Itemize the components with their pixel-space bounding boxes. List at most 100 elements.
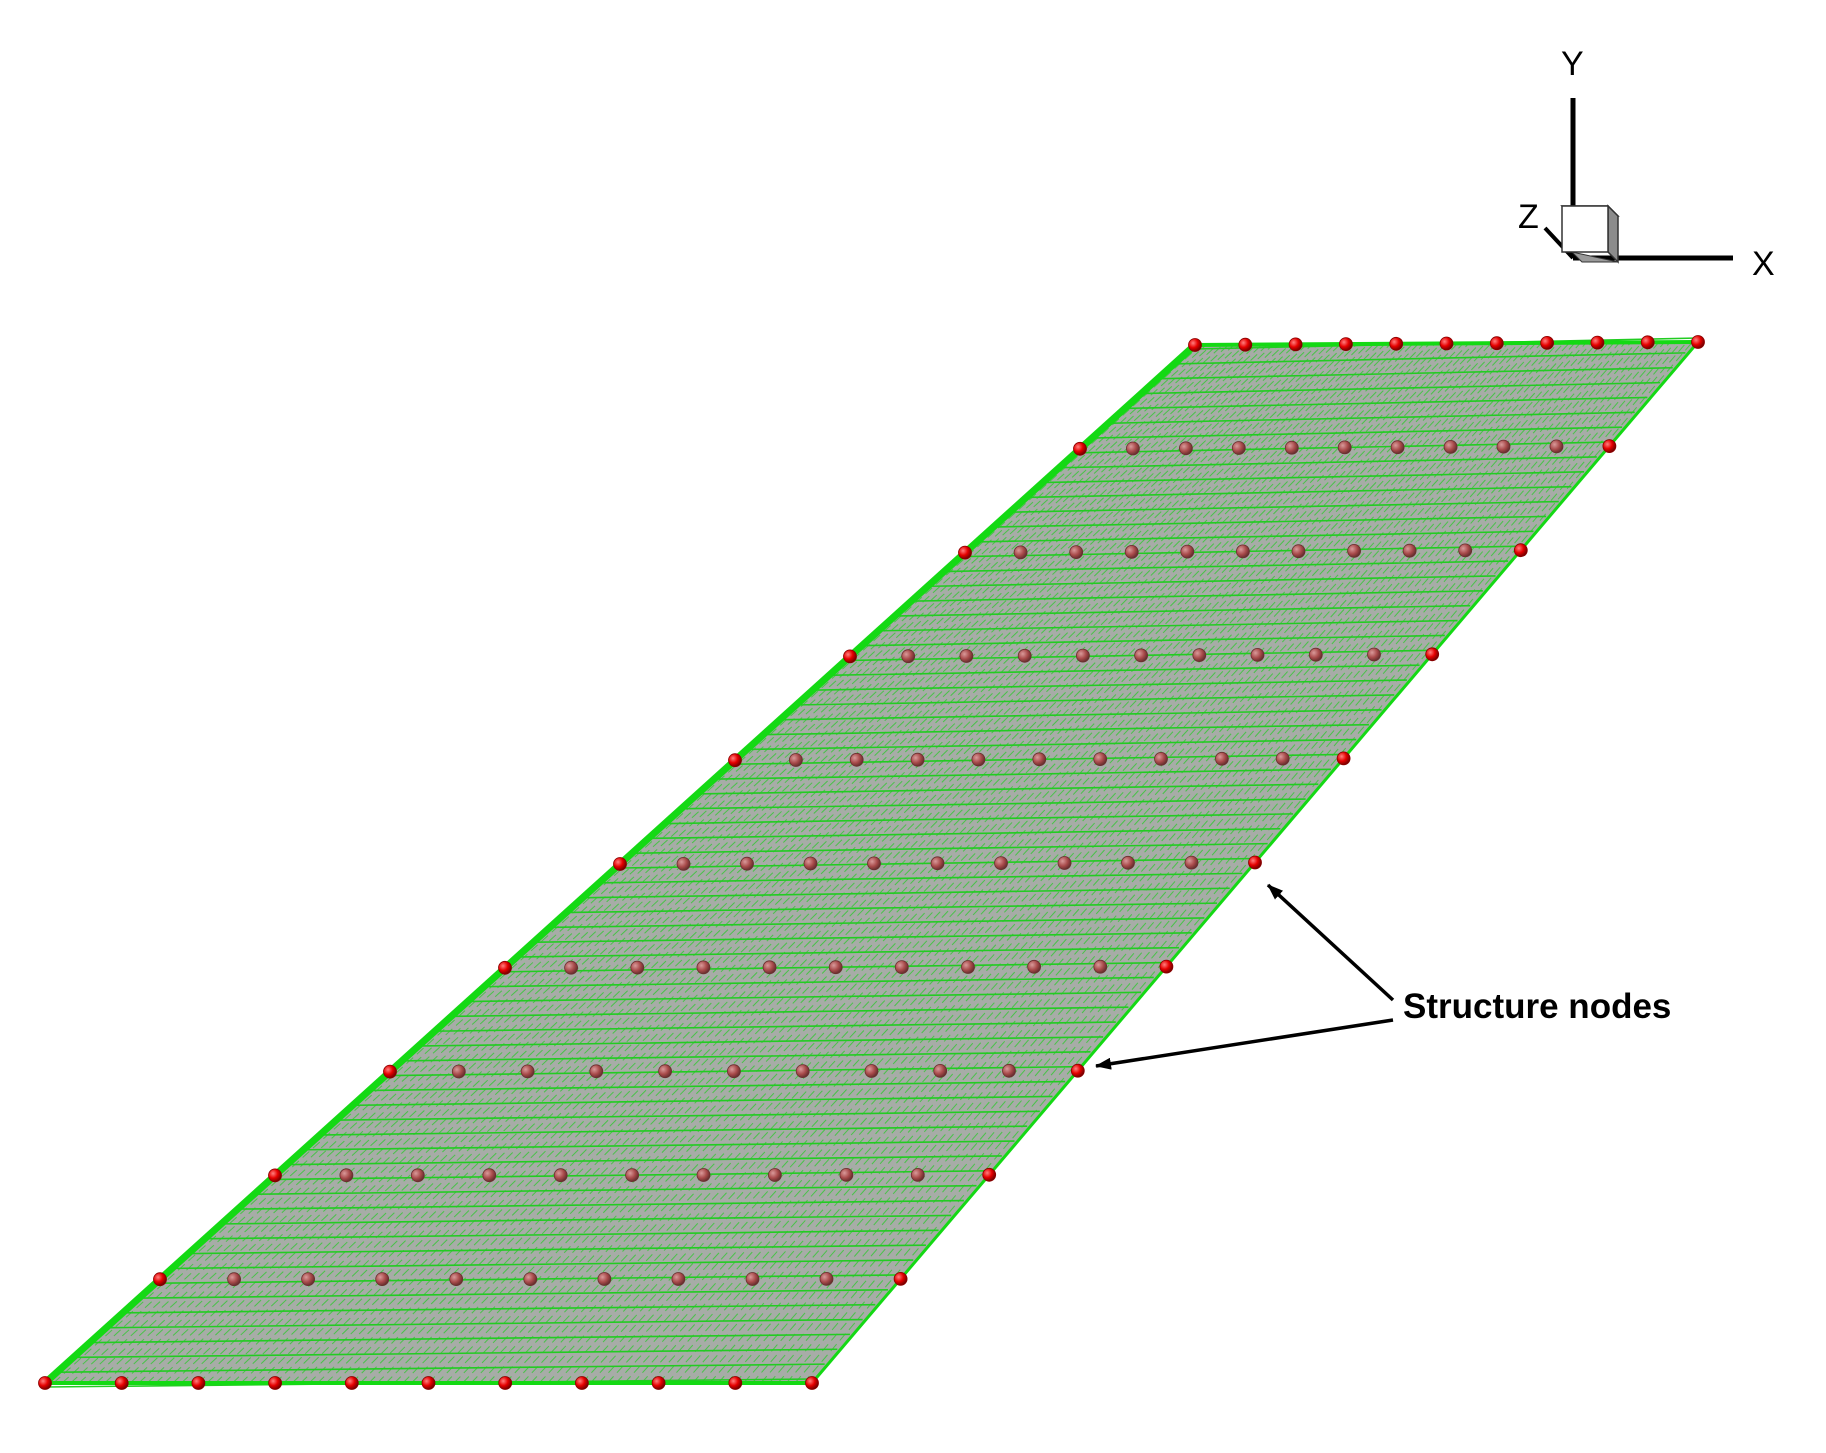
structure-node xyxy=(1032,752,1047,767)
structure-node xyxy=(383,1064,397,1079)
structure-node xyxy=(339,1168,354,1183)
structure-node xyxy=(867,856,881,871)
mesh-hatch-line xyxy=(308,343,1369,1384)
structure-node xyxy=(1390,440,1405,455)
mesh-chord-line xyxy=(1162,366,1673,380)
mesh-chord-line xyxy=(406,1051,1091,1062)
mesh-hatch-line xyxy=(257,343,1336,1384)
mesh-chord-line xyxy=(242,1199,964,1210)
structure-node xyxy=(819,1272,834,1286)
structure-node xyxy=(1291,544,1306,559)
structure-node xyxy=(1027,959,1041,974)
mesh-hatch-line xyxy=(266,343,1341,1384)
structure-node xyxy=(1159,959,1174,974)
structure-node xyxy=(658,1064,672,1079)
structure-node xyxy=(933,1064,948,1078)
mesh-hatch-line xyxy=(402,343,1431,1384)
mesh-hatch-line xyxy=(334,343,1386,1384)
structure-node xyxy=(451,1064,466,1079)
structure-node xyxy=(520,1064,535,1079)
mesh-chord-line xyxy=(77,1348,838,1359)
mesh-chord-line xyxy=(143,1288,888,1299)
structure-node xyxy=(449,1272,464,1286)
structure-node xyxy=(728,1376,743,1390)
structure-node xyxy=(301,1272,316,1286)
structure-node xyxy=(1192,648,1207,662)
structure-node xyxy=(1347,544,1361,558)
structure-node xyxy=(1496,439,1511,454)
structure-node xyxy=(1017,648,1032,663)
mesh-hatch-line xyxy=(743,341,1654,1384)
structure-node xyxy=(1215,751,1229,766)
structure-node xyxy=(671,1272,686,1286)
structure-node xyxy=(1691,335,1705,349)
structure-node xyxy=(1134,648,1148,663)
mesh-hatch-line xyxy=(249,343,1330,1384)
mesh-chord-line xyxy=(882,619,1458,632)
structure-node xyxy=(1188,338,1202,352)
mesh-hatch-line xyxy=(803,341,1693,1384)
structure-node xyxy=(1590,335,1605,350)
mesh-hatch-line xyxy=(70,344,1213,1384)
wing-mesh-lines xyxy=(44,337,1699,1388)
mesh-hatch-line xyxy=(385,343,1419,1384)
structure-node xyxy=(1093,752,1108,766)
mesh-hatch-line xyxy=(172,344,1280,1384)
mesh-hatch-line xyxy=(95,344,1229,1384)
structure-node xyxy=(961,960,975,974)
structure-node xyxy=(523,1272,538,1286)
structure-node xyxy=(839,1168,854,1182)
structure-node xyxy=(613,857,627,871)
mesh-hatch-line xyxy=(751,341,1660,1384)
mesh-hatch-line xyxy=(530,342,1514,1384)
mesh-chord-line xyxy=(751,738,1357,751)
mesh-chord-line xyxy=(110,1318,863,1329)
mesh-hatch-line xyxy=(760,341,1665,1384)
structure-node xyxy=(864,1064,879,1078)
structure-node xyxy=(1180,544,1195,559)
mesh-hatch-line xyxy=(300,343,1364,1384)
structure-node xyxy=(894,960,909,974)
structure-node xyxy=(849,752,864,767)
structure-node xyxy=(994,856,1008,870)
mesh-chord-line xyxy=(1129,396,1648,410)
structure-node xyxy=(696,1168,711,1182)
mesh-hatch-line xyxy=(794,341,1688,1384)
mesh-chord-line xyxy=(587,887,1230,899)
axes-triad: Y X Z xyxy=(1518,45,1775,283)
mesh-hatch-line xyxy=(470,342,1475,1384)
mesh-hatch-line xyxy=(479,342,1481,1384)
structure-node xyxy=(421,1376,436,1390)
structure-node xyxy=(1443,439,1458,454)
structure-node xyxy=(227,1272,242,1287)
mesh-hatch-line xyxy=(436,343,1453,1384)
mesh-hatch-line xyxy=(453,343,1464,1384)
structure-node xyxy=(1124,545,1139,559)
structure-node xyxy=(727,1064,741,1079)
structure-node xyxy=(828,960,843,975)
structure-node xyxy=(575,1376,589,1390)
structure-node xyxy=(795,1064,810,1078)
structure-node xyxy=(1231,441,1246,455)
structure-nodes-group xyxy=(38,335,1705,1390)
mesh-hatch-line xyxy=(317,343,1375,1384)
structure-node xyxy=(762,960,777,975)
mesh-hatch-line xyxy=(181,344,1285,1384)
structure-node xyxy=(410,1168,425,1183)
structure-node xyxy=(1336,751,1351,766)
structure-node xyxy=(191,1376,206,1390)
structure-node xyxy=(564,960,578,975)
mesh-hatch-line xyxy=(641,342,1587,1384)
mesh-chord-line xyxy=(373,1080,1066,1092)
mesh-hatch-line xyxy=(769,341,1671,1384)
structure-node xyxy=(625,1168,639,1182)
structure-node xyxy=(805,1376,819,1390)
mesh-hatch-line xyxy=(189,344,1291,1384)
annotation-arrow-lower xyxy=(1095,1018,1394,1070)
structure-node xyxy=(959,649,974,663)
structure-node xyxy=(803,856,818,871)
mesh-hatch-line xyxy=(411,343,1436,1384)
structure-node xyxy=(1389,336,1404,351)
structure-node xyxy=(1458,543,1473,558)
